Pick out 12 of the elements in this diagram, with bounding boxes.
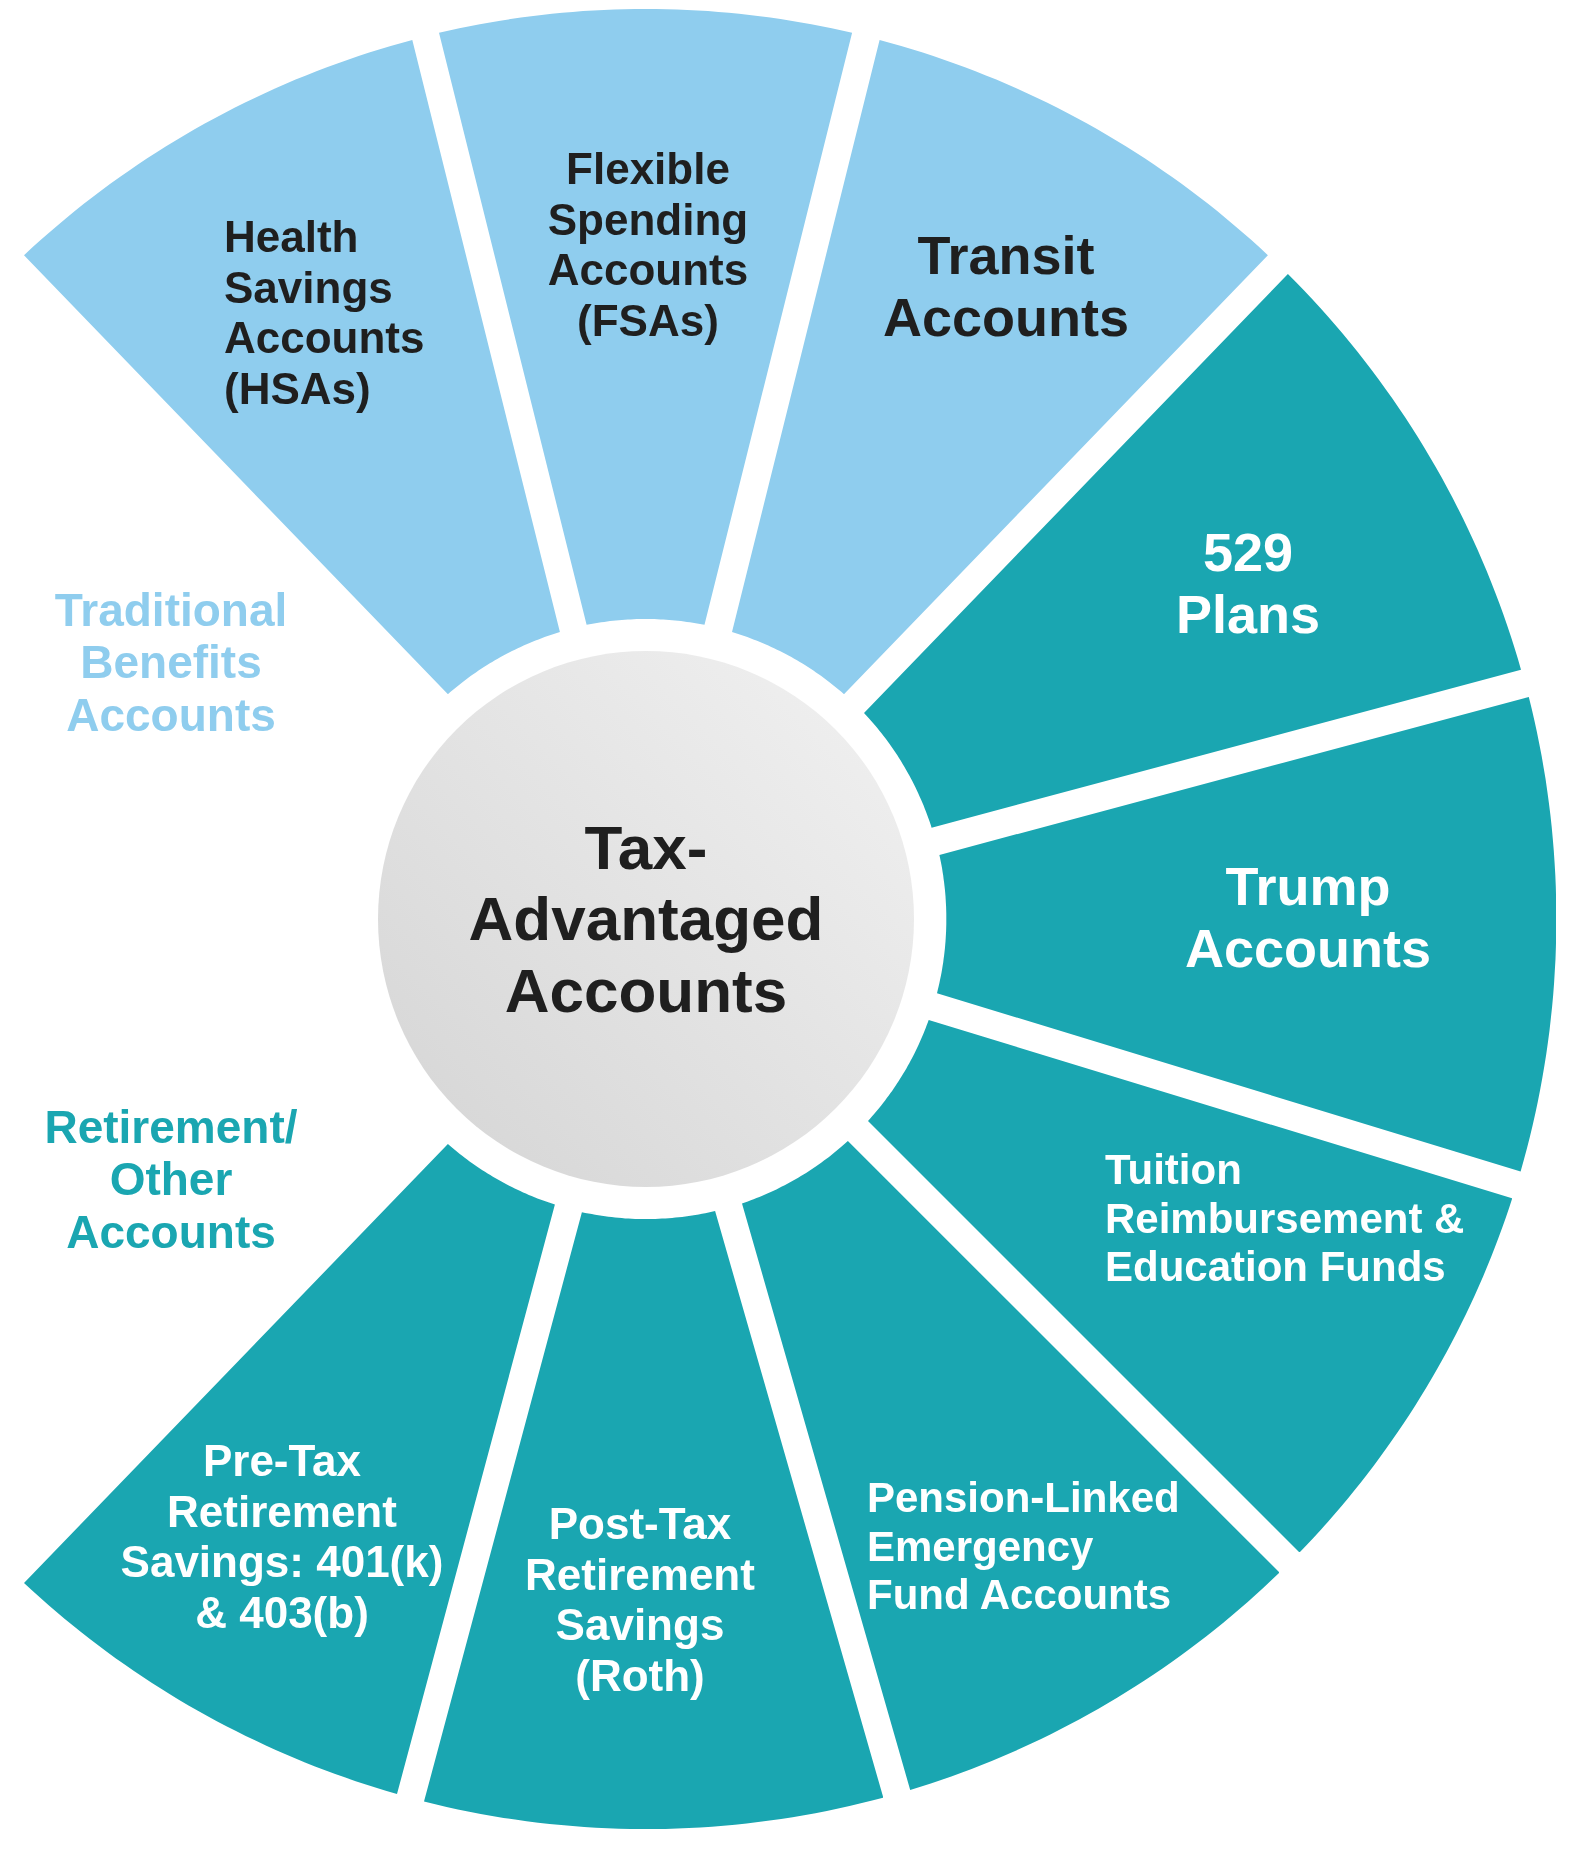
segment-label: Tuition Reimbursement & Education Funds — [1105, 1146, 1466, 1292]
segment-label: Post-Tax Retirement Savings (Roth) — [524, 1499, 756, 1702]
segment-label: Flexible Spending Accounts (FSAs) — [546, 144, 750, 347]
segment-label: Transit Accounts — [881, 224, 1130, 349]
segment-label: Pension-Linked Emergency Fund Accounts — [867, 1474, 1181, 1620]
center-title: Tax-Advantaged Accounts — [467, 812, 825, 1026]
group-label: Traditional Benefits Accounts — [53, 583, 289, 743]
group-label: Retirement/ Other Accounts — [43, 1100, 299, 1260]
segment-label: Health Savings Accounts (HSAs) — [224, 212, 426, 415]
segment-label: 529 Plans — [1174, 521, 1321, 646]
segment-label: Trump Accounts — [1183, 855, 1432, 980]
segment-label: Pre-Tax Retirement Savings: 401(k) & 403(b) — [119, 1436, 445, 1639]
